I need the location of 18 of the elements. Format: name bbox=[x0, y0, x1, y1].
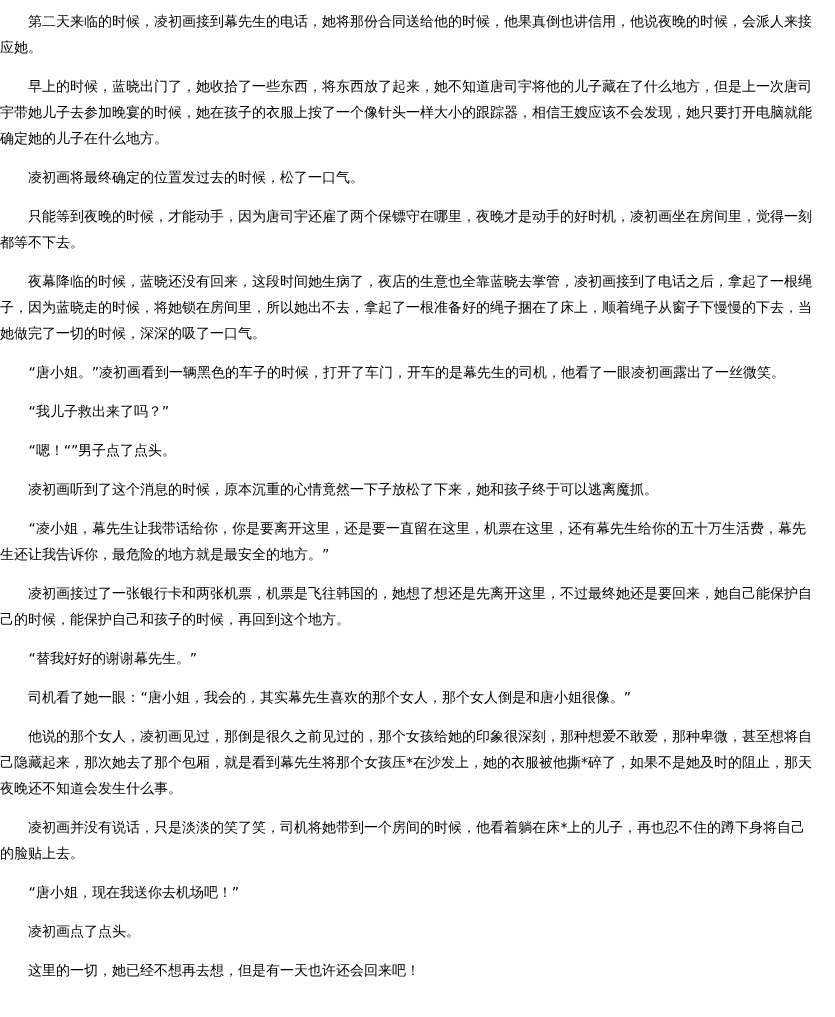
paragraph: 早上的时候，蓝晓出门了，她收拾了一些东西，将东西放了起来，她不知道唐司宇将他的儿子藏在了什么地方，但是上一次唐司宇带她儿子去参加晚宴的时候，她在孩子的衣服上按了一个像针头一样大小的跟踪器，相信王嫂应该不会发现，她只要打开电脑就能确定她的儿子在什么地方。 bbox=[0, 77, 814, 148]
paragraph: “替我好好的谢谢幕先生。” bbox=[27, 649, 199, 668]
paragraph: 只能等到夜晚的时候，才能动手，因为唐司宇还雇了两个保镖守在哪里，夜晚才是动手的好时机，凌初画坐在房间里，觉得一刻都等不下去。 bbox=[0, 207, 814, 252]
paragraph: “凌小姐，幕先生让我带话给你，你是要离开这里，还是要一直留在这里，机票在这里，还有幕先生给你的五十万生活费，幕先生还让我告诉你，最危险的地方就是最安全的地方。” bbox=[0, 519, 807, 564]
paragraph: “唐小姐。”凌初画看到一辆黑色的车子的时候，打开了车门，开车的是幕先生的司机，他看了一眼凌初画露出了一丝微笑。 bbox=[27, 363, 787, 382]
paragraph: 凌初画接过了一张银行卡和两张机票，机票是飞往韩国的，她想了想还是先离开这里，不过最终她还是要回来，她自己能保护自己的时候，能保护自己和孩子的时候，再回到这个地方。 bbox=[0, 584, 814, 629]
paragraph: “嗯！“”男子点了点头。 bbox=[27, 441, 178, 460]
paragraph: 第二天来临的时候，凌初画接到幕先生的电话，她将那份合同送给他的时候，他果真倒也讲信用，他说夜晚的时候，会派人来接应她。 bbox=[0, 12, 814, 57]
paragraph: 凌初画并没有说话，只是淡淡的笑了笑，司机将她带到一个房间的时候，他看着躺在床*上的儿子，再也忍不住的蹲下身将自己的脸贴上去。 bbox=[0, 818, 807, 863]
paragraph: 凌初画将最终确定的位置发过去的时候，松了一口气。 bbox=[27, 168, 366, 187]
paragraph: 凌初画点了点头。 bbox=[27, 922, 142, 941]
paragraph: 他说的那个女人，凌初画见过，那倒是很久之前见过的，那个女孩给她的印象很深刻，那种想爱不敢爱，那种卑微，甚至想将自己隐藏起来，那次她去了那个包厢，就是看到幕先生将那个女孩压*在沙发上，她的衣服被他撕*碎了，如果不是她及时的阻止，那天夜晚还不知道会发生什么事。 bbox=[0, 727, 814, 798]
paragraph: 夜幕降临的时候，蓝晓还没有回来，这段时间她生病了，夜店的生意也全靠蓝晓去掌管，凌初画接到了电话之后，拿起了一根绳子，因为蓝晓走的时候，将她锁在房间里，所以她出不去，拿起了一根准备好的绳子捆在了床上，顺着绳子从窗子下慢慢的下去，当她做完了一切的时候，深深的吸了一口气。 bbox=[0, 272, 814, 343]
paragraph: “唐小姐，现在我送你去机场吧！” bbox=[27, 883, 241, 902]
paragraph: 这里的一切，她已经不想再去想，但是有一天也许还会回来吧！ bbox=[27, 961, 422, 980]
paragraph: 司机看了她一眼：“唐小姐，我会的，其实幕先生喜欢的那个女人，那个女人倒是和唐小姐很像。” bbox=[27, 688, 633, 707]
paragraph: “我儿子救出来了吗？” bbox=[27, 402, 171, 421]
paragraph: 凌初画听到了这个消息的时候，原本沉重的心情竟然一下子放松了下来，她和孩子终于可以逃离魔抓。 bbox=[27, 480, 660, 499]
